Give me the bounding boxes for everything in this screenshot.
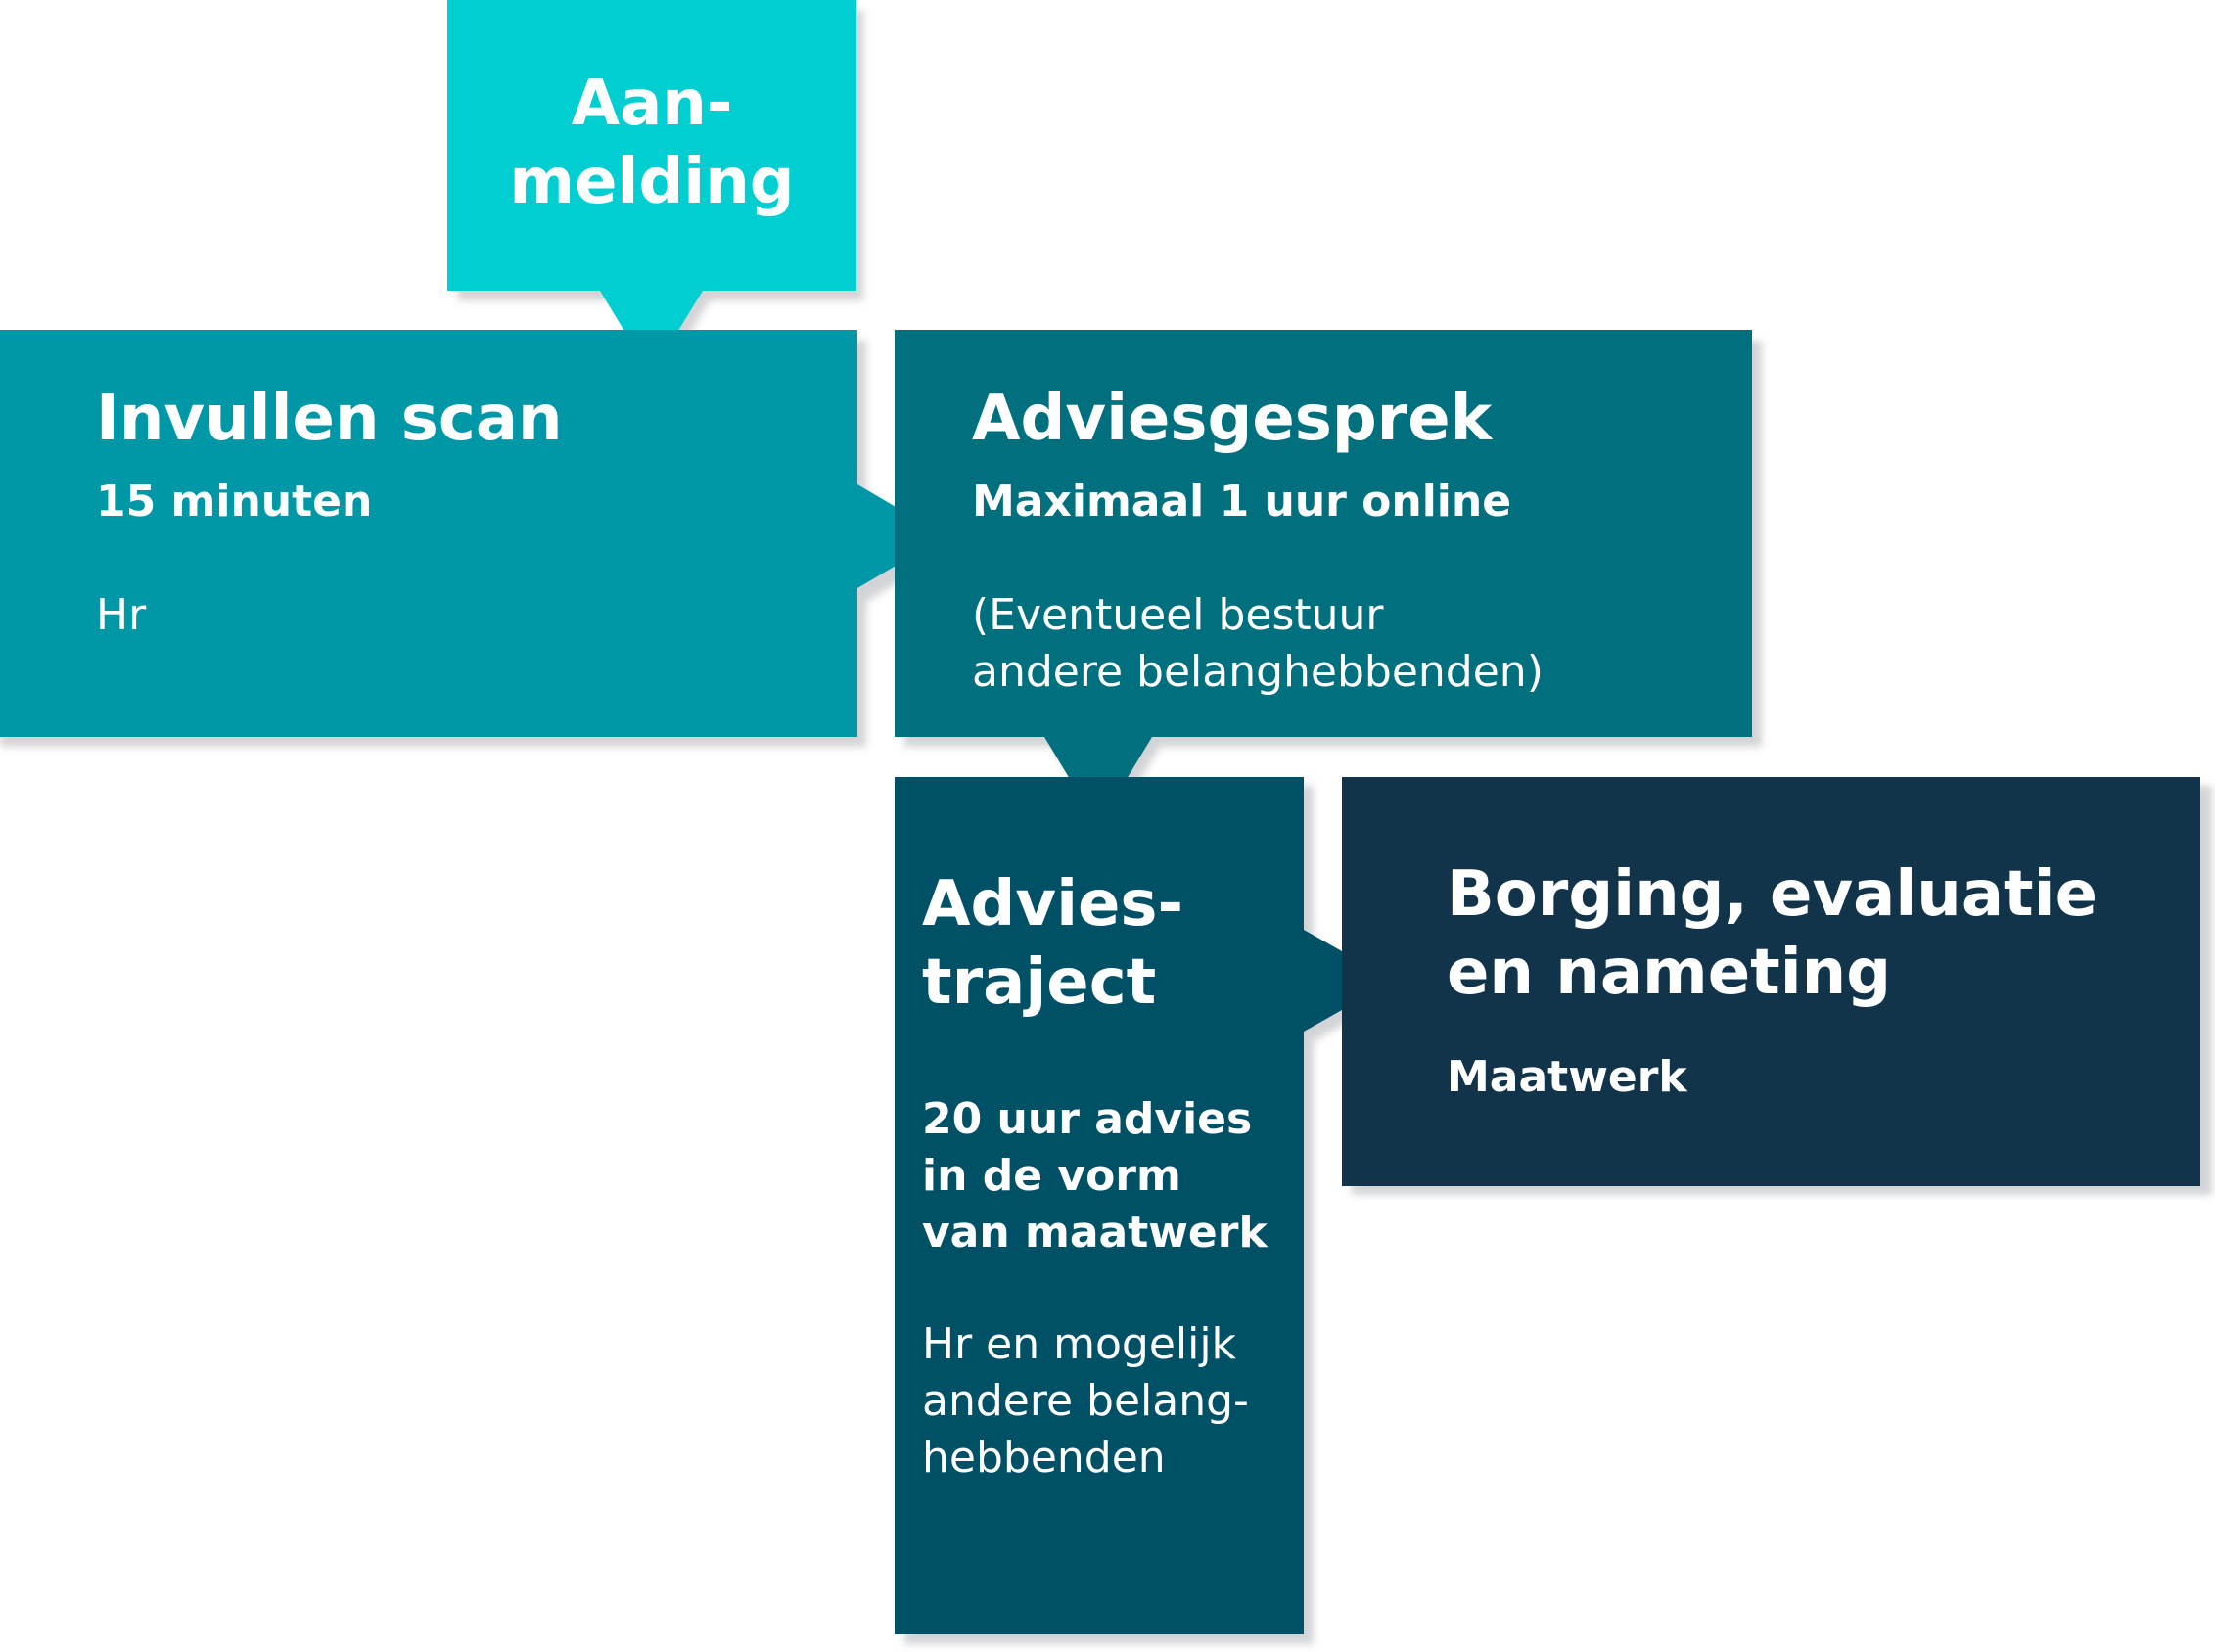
traject-step (895, 777, 1404, 1644)
borging-duration: Maatwerk (1447, 1052, 1687, 1102)
traject-who: Hr en mogelijk andere belang- hebbenden (922, 1319, 1249, 1483)
aanmelding-title: Aan- melding (509, 68, 795, 218)
borging-box (1342, 777, 2200, 1186)
scan-who: Hr (96, 590, 147, 640)
gesprek-step (895, 330, 1762, 837)
aanmelding-box (447, 0, 856, 375)
gesprek-box (895, 330, 1752, 826)
scan-box (0, 330, 946, 737)
scan-duration: 15 minuten (96, 477, 373, 527)
scan-title: Invullen scan (96, 383, 563, 455)
traject-box (895, 777, 1394, 1634)
traject-title: Advies- traject (922, 868, 1184, 1019)
gesprek-who: (Eventueel bestuur andere belanghebbende… (972, 590, 1544, 697)
scan-step (0, 330, 954, 747)
gesprek-title: Adviesgesprek (972, 383, 1493, 455)
traject-duration: 20 uur advies in de vorm van maatwerk (922, 1094, 1268, 1258)
aanmelding-step (447, 0, 863, 382)
borging-title: Borging, evaluatie en nameting (1447, 858, 2098, 1009)
borging-step (1342, 777, 2212, 1195)
gesprek-duration: Maximaal 1 uur online (972, 477, 1512, 527)
